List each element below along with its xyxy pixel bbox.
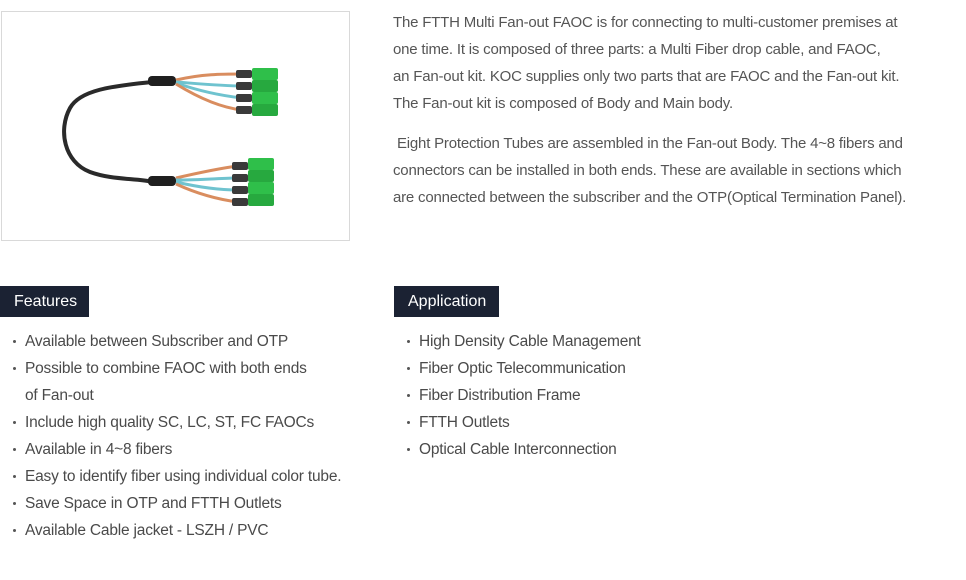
list-item-text: of Fan-out xyxy=(25,387,94,404)
list-item: Save Space in OTP and FTTH Outlets xyxy=(0,490,380,517)
bullet-dot-icon xyxy=(13,367,16,370)
bullet-dot-icon xyxy=(13,502,16,505)
description-line: Eight Protection Tubes are assembled in … xyxy=(393,135,903,152)
description-line: The FTTH Multi Fan-out FAOC is for conne… xyxy=(393,14,898,31)
bullet-dot-icon xyxy=(13,340,16,343)
list-item: Available between Subscriber and OTP xyxy=(0,328,380,355)
list-item-text: Include high quality SC, LC, ST, FC FAOC… xyxy=(25,414,315,431)
product-image xyxy=(1,11,350,241)
list-item: Include high quality SC, LC, ST, FC FAOC… xyxy=(0,409,380,436)
description-line: one time. It is composed of three parts:… xyxy=(393,41,881,58)
list-item-text: Optical Cable Interconnection xyxy=(419,441,617,458)
product-description: The FTTH Multi Fan-out FAOC is for conne… xyxy=(393,9,958,211)
description-paragraph-2: Eight Protection Tubes are assembled in … xyxy=(393,130,958,211)
description-line: an Fan-out kit. KOC supplies only two pa… xyxy=(393,68,900,85)
list-item-text: Fiber Optic Telecommunication xyxy=(419,360,626,377)
list-item: High Density Cable Management xyxy=(394,328,794,355)
list-item-text: Save Space in OTP and FTTH Outlets xyxy=(25,495,282,512)
application-section: Application High Density Cable Managemen… xyxy=(394,286,794,463)
list-item: Fiber Distribution Frame xyxy=(394,382,794,409)
fiber-fanout-cable-icon xyxy=(62,68,278,206)
list-item: Possible to combine FAOC with both ends o… xyxy=(0,355,380,409)
description-line: connectors can be installed in both ends… xyxy=(393,162,902,179)
list-item-text: Possible to combine FAOC with both ends xyxy=(25,360,307,377)
bullet-dot-icon xyxy=(407,421,410,424)
list-item-text: High Density Cable Management xyxy=(419,333,641,350)
bullet-dot-icon xyxy=(407,448,410,451)
features-title: Features xyxy=(0,286,89,317)
list-item: Available Cable jacket - LSZH / PVC xyxy=(0,517,380,544)
bullet-dot-icon xyxy=(407,340,410,343)
application-title: Application xyxy=(394,286,499,317)
description-line: are connected between the subscriber and… xyxy=(393,189,907,206)
list-item: Easy to identify fiber using individual … xyxy=(0,463,380,490)
description-line: The Fan-out kit is composed of Body and … xyxy=(393,95,733,112)
description-paragraph-1: The FTTH Multi Fan-out FAOC is for conne… xyxy=(393,9,958,117)
bullet-dot-icon xyxy=(13,475,16,478)
features-list: Available between Subscriber and OTP Pos… xyxy=(0,328,380,544)
list-item: Fiber Optic Telecommunication xyxy=(394,355,794,382)
list-item: Available in 4~8 fibers xyxy=(0,436,380,463)
list-item: FTTH Outlets xyxy=(394,409,794,436)
list-item-text: Available between Subscriber and OTP xyxy=(25,333,289,350)
list-item-text: Easy to identify fiber using individual … xyxy=(25,468,342,485)
list-item: Optical Cable Interconnection xyxy=(394,436,794,463)
list-item-text: Available in 4~8 fibers xyxy=(25,441,173,458)
bullet-dot-icon xyxy=(13,448,16,451)
bullet-dot-icon xyxy=(13,529,16,532)
bullet-dot-icon xyxy=(13,421,16,424)
list-item-text: Available Cable jacket - LSZH / PVC xyxy=(25,522,269,539)
features-section: Features Available between Subscriber an… xyxy=(0,286,380,544)
application-list: High Density Cable Management Fiber Opti… xyxy=(394,328,794,463)
bullet-dot-icon xyxy=(407,367,410,370)
bullet-dot-icon xyxy=(407,394,410,397)
list-item-text: FTTH Outlets xyxy=(419,414,510,431)
list-item-text: Fiber Distribution Frame xyxy=(419,387,581,404)
